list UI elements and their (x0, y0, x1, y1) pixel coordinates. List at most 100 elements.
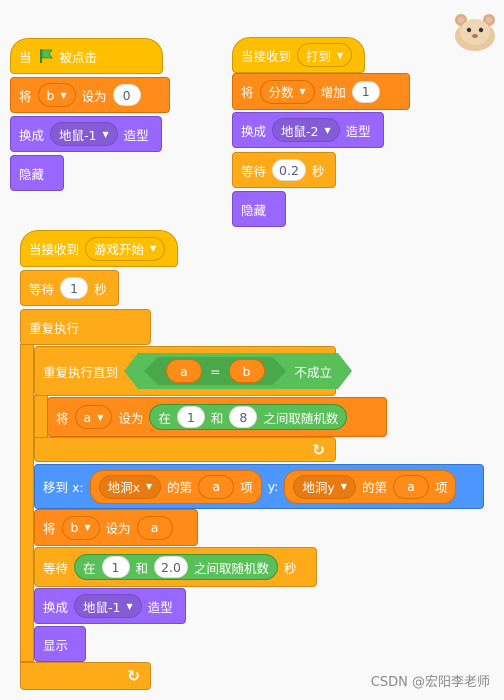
reporter-b[interactable]: b (229, 359, 265, 383)
switch-label: 换成 (19, 127, 45, 143)
item-of-label: 的第 (361, 480, 387, 495)
rand-to-input[interactable]: 8 (229, 406, 258, 428)
chevron-down-icon: ▼ (97, 412, 104, 422)
set-value-input[interactable]: 0 (112, 84, 141, 106)
chevron-down-icon: ▼ (84, 523, 91, 532)
random-operator[interactable]: 在 1 和 8 之间取随机数 (149, 404, 348, 430)
index-reporter-a[interactable]: a (198, 474, 235, 499)
random-operator[interactable]: 在 1 和 2.0 之间取随机数 (74, 554, 278, 580)
chevron-down-icon: ▼ (146, 482, 153, 491)
rand-suffix-label: 之间取随机数 (193, 560, 269, 576)
set-variable-block[interactable]: 将 b▼ 设为 a (34, 509, 198, 546)
item-of-list-y[interactable]: 地洞y▼ 的第 a 项 (284, 469, 457, 504)
not-operator[interactable]: a = b 不成立 (124, 353, 352, 389)
switch-costume-block[interactable]: 换成 地鼠-1▼ 造型 (10, 116, 162, 152)
set-to-label: 设为 (81, 88, 107, 104)
set-variable-block[interactable]: 将 a▼ 设为 在 1 和 8 之间取随机数 (47, 397, 387, 437)
list-dropdown-x[interactable]: 地洞x▼ (98, 474, 162, 499)
wait-value-input[interactable]: 0.2 (272, 159, 306, 181)
switch-costume-block[interactable]: 换成 地鼠-1▼ 造型 (34, 588, 186, 624)
list-dropdown-y[interactable]: 地洞y▼ (293, 474, 356, 499)
when-receive-hat[interactable]: 当接收到 打到▼ (232, 37, 365, 73)
rand-in-label: 在 (158, 410, 171, 426)
costume-dropdown[interactable]: 地鼠-1▼ (74, 594, 142, 618)
wait-unit-label: 秒 (283, 560, 297, 576)
hat-label: 当接收到 (241, 48, 292, 64)
watermark: CSDN @宏阳李老师 (370, 675, 490, 690)
index-reporter-a[interactable]: a (392, 474, 429, 499)
switch-suffix-label: 造型 (345, 123, 371, 139)
set-to-label: 设为 (105, 521, 131, 536)
repeat-until-arm (34, 395, 48, 439)
loop-arrow-icon: ↻ (312, 441, 325, 459)
item-label: 项 (240, 480, 253, 495)
hide-block[interactable]: 隐藏 (232, 191, 286, 227)
switch-label: 换成 (43, 599, 69, 615)
variable-dropdown[interactable]: a▼ (74, 405, 113, 429)
wait-unit-label: 秒 (94, 281, 107, 297)
show-block[interactable]: 显示 (34, 626, 86, 662)
rand-suffix-label: 之间取随机数 (263, 410, 339, 426)
chevron-down-icon: ▼ (60, 90, 67, 100)
variable-dropdown[interactable]: b▼ (37, 83, 76, 107)
wait-block[interactable]: 等待 1 秒 (20, 270, 119, 306)
message-dropdown[interactable]: 打到▼ (297, 43, 353, 67)
when-receive-hat[interactable]: 当接收到 游戏开始▼ (20, 230, 178, 267)
rand-from-input[interactable]: 1 (101, 556, 130, 578)
item-of-list-x[interactable]: 地洞x▼ 的第 a 项 (89, 469, 262, 504)
change-value-input[interactable]: 1 (351, 80, 380, 103)
rand-and-label: 和 (210, 410, 224, 426)
hat-label: 当接收到 (29, 242, 80, 257)
chevron-down-icon: ▼ (340, 482, 347, 491)
variable-dropdown[interactable]: b▼ (61, 515, 100, 540)
message-dropdown[interactable]: 游戏开始▼ (85, 236, 166, 261)
item-label: 项 (434, 480, 448, 495)
switch-label: 换成 (241, 123, 267, 139)
chevron-down-icon: ▼ (324, 125, 331, 135)
wait-label: 等待 (43, 560, 69, 576)
change-variable-block[interactable]: 将 分数▼ 增加 1 (232, 73, 410, 110)
hide-block[interactable]: 隐藏 (10, 155, 64, 191)
rand-from-input[interactable]: 1 (176, 406, 205, 428)
equals-sign: = (210, 363, 221, 379)
wait-block[interactable]: 等待 0.2 秒 (232, 152, 336, 188)
set-variable-block[interactable]: 将 b▼ 设为 0 (10, 77, 170, 113)
green-flag-icon (39, 49, 53, 63)
variable-dropdown[interactable]: 分数▼ (259, 79, 315, 104)
wait-value-input[interactable]: 1 (60, 277, 89, 299)
change-by-label: 增加 (320, 85, 346, 100)
reporter-a[interactable]: a (136, 515, 173, 540)
show-label: 显示 (43, 637, 69, 653)
switch-suffix-label: 造型 (123, 127, 149, 143)
costume-dropdown[interactable]: 地鼠-1▼ (50, 122, 118, 146)
set-label: 将 (43, 521, 56, 536)
forever-label: 重复执行 (29, 320, 80, 336)
costume-dropdown[interactable]: 地鼠-2▼ (272, 118, 340, 142)
equals-operator[interactable]: a = b (144, 357, 286, 385)
set-label: 将 (19, 88, 32, 104)
rand-in-label: 在 (83, 560, 96, 576)
wait-label: 等待 (241, 163, 267, 179)
forever-end: ↻ (20, 662, 151, 690)
hat-when-label: 当 (19, 49, 32, 65)
until-label: 重复执行直到 (43, 364, 119, 380)
reporter-a[interactable]: a (166, 359, 202, 383)
goto-xy-block[interactable]: 移到 x: 地洞x▼ 的第 a 项 y: 地洞y▼ 的第 a 项 (34, 464, 484, 509)
wait-label: 等待 (29, 281, 55, 297)
hamster-sprite-icon[interactable] (452, 10, 498, 52)
when-flag-clicked-hat[interactable]: 当 被点击 (10, 38, 163, 74)
hide-label: 隐藏 (241, 202, 267, 218)
rand-to-input[interactable]: 2.0 (154, 556, 188, 578)
chevron-down-icon: ▼ (337, 50, 344, 60)
switch-costume-block[interactable]: 换成 地鼠-2▼ 造型 (232, 112, 384, 148)
switch-suffix-label: 造型 (147, 599, 173, 615)
chevron-down-icon: ▼ (126, 601, 133, 611)
chevron-down-icon: ▼ (102, 129, 109, 139)
repeat-until-block[interactable]: 重复执行直到 a = b 不成立 (34, 346, 336, 396)
forever-arm (20, 344, 34, 662)
wait-random-block[interactable]: 等待 在 1 和 2.0 之间取随机数 秒 (34, 547, 317, 587)
hide-label: 隐藏 (19, 166, 45, 182)
forever-block[interactable]: 重复执行 (20, 309, 151, 345)
wait-unit-label: 秒 (311, 163, 325, 179)
change-label: 将 (241, 85, 254, 100)
